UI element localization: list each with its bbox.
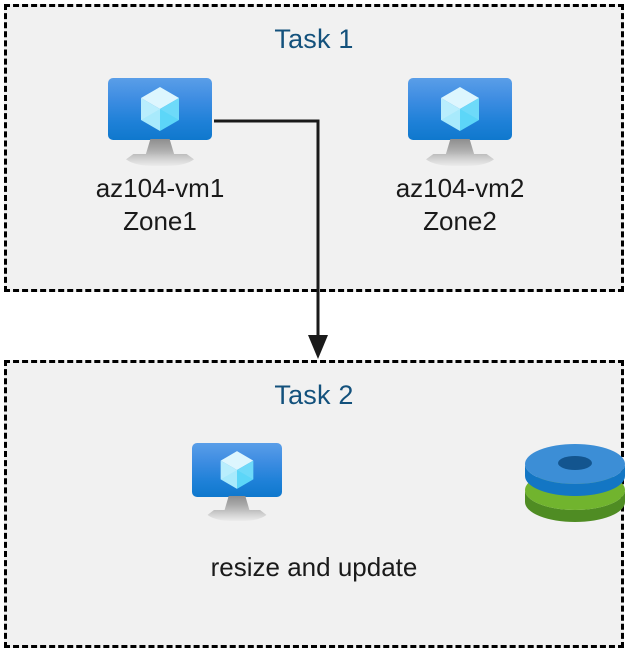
blue-disk: [525, 444, 625, 496]
vm-label-az104-vm1: az104-vm1 Zone1: [95, 173, 225, 237]
monitor-screen: [108, 78, 212, 140]
task2-icon-row: [0, 438, 628, 524]
monitor-stand-base: [423, 154, 497, 166]
vm-node-az104-vm1[interactable]: az104-vm1 Zone1: [60, 78, 260, 239]
cube-glyph: [139, 86, 181, 132]
vm-label-az104-vm2: az104-vm2 Zone2: [395, 173, 525, 237]
connector-arrowhead: [308, 335, 328, 359]
task2-caption: resize and update: [210, 552, 418, 582]
cube-glyph: [219, 450, 255, 490]
monitor-stand-neck: [445, 139, 475, 157]
virtual-machine-icon: [108, 78, 212, 166]
monitor-stand-base: [123, 154, 197, 166]
managed-disks-icon: [522, 438, 628, 524]
task2-title: Task 2: [274, 380, 354, 410]
monitor-stand-neck: [145, 139, 175, 157]
cube-glyph: [439, 86, 481, 132]
task1-title: Task 1: [274, 24, 354, 54]
task2-container: [4, 360, 624, 648]
monitor-stand-neck: [224, 496, 250, 512]
vm-node-az104-vm2[interactable]: az104-vm2 Zone2: [360, 78, 560, 239]
virtual-machine-icon: [192, 443, 282, 521]
virtual-machine-icon: [408, 78, 512, 166]
monitor-screen: [408, 78, 512, 140]
monitor-screen: [192, 443, 282, 497]
monitor-stand-base: [205, 510, 269, 521]
